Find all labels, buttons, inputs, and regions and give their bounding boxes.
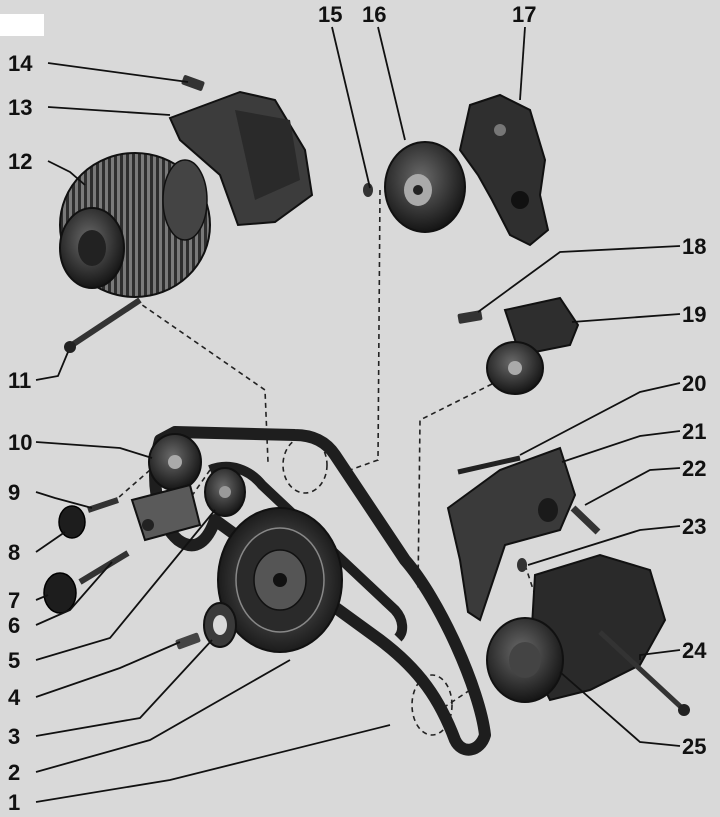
idler-bolt-upper xyxy=(87,497,119,513)
callout-14: 14 xyxy=(8,51,33,76)
washer xyxy=(203,602,237,648)
callout-5: 5 xyxy=(8,648,20,673)
callout-23: 23 xyxy=(682,514,706,539)
alternator-bolt xyxy=(64,297,142,353)
callout-3: 3 xyxy=(8,724,20,749)
tensioner-pulley xyxy=(486,296,580,395)
compressor-bracket xyxy=(446,446,577,622)
callout-12: 12 xyxy=(8,149,32,174)
callout-9: 9 xyxy=(8,480,20,505)
callout-18: 18 xyxy=(682,234,706,259)
alternator xyxy=(59,152,211,298)
callout-6: 6 xyxy=(8,613,20,638)
callout-24: 24 xyxy=(682,638,707,663)
mounting-pin xyxy=(457,455,521,475)
tensioner-bolt xyxy=(457,310,483,324)
water-pump xyxy=(458,93,550,247)
pulley-cap-lower xyxy=(43,572,77,614)
idler-pulley-lower xyxy=(204,467,246,517)
callout-21: 21 xyxy=(682,419,706,444)
tensioner-arm xyxy=(130,483,202,542)
callout-11: 11 xyxy=(8,368,31,393)
pump-pulley xyxy=(384,141,466,233)
callout-13: 13 xyxy=(8,95,32,120)
callout-20: 20 xyxy=(682,371,706,396)
callout-8: 8 xyxy=(8,540,20,565)
idler-bolt-lower xyxy=(78,550,130,585)
callout-4: 4 xyxy=(8,685,21,710)
compressor-bolt xyxy=(598,630,690,716)
pulley-bolt xyxy=(175,632,201,650)
ac-compressor xyxy=(486,553,667,703)
sleeve xyxy=(517,558,527,572)
callout-1: 1 xyxy=(8,790,20,815)
callout-22: 22 xyxy=(682,456,706,481)
callout-19: 19 xyxy=(682,302,706,327)
alternator-bracket xyxy=(168,90,314,227)
callout-labels: 1 2 3 4 5 6 7 8 9 10 11 12 13 14 15 16 1… xyxy=(8,2,707,815)
callout-2: 2 xyxy=(8,760,20,785)
callout-10: 10 xyxy=(8,430,32,455)
callout-7: 7 xyxy=(8,588,20,613)
callout-25: 25 xyxy=(682,734,706,759)
callout-17: 17 xyxy=(512,2,536,27)
bracket-bolt xyxy=(181,75,205,91)
crankshaft-pulley xyxy=(217,507,343,653)
pulley-cap-upper xyxy=(58,505,86,539)
callout-16: 16 xyxy=(362,2,386,27)
leader-lines xyxy=(35,26,681,803)
callout-15: 15 xyxy=(318,2,342,27)
bracket-bolt-right xyxy=(570,505,601,535)
corner-mark xyxy=(0,14,44,36)
pump-bolt xyxy=(363,183,373,197)
idler-pulley-upper xyxy=(148,433,202,491)
